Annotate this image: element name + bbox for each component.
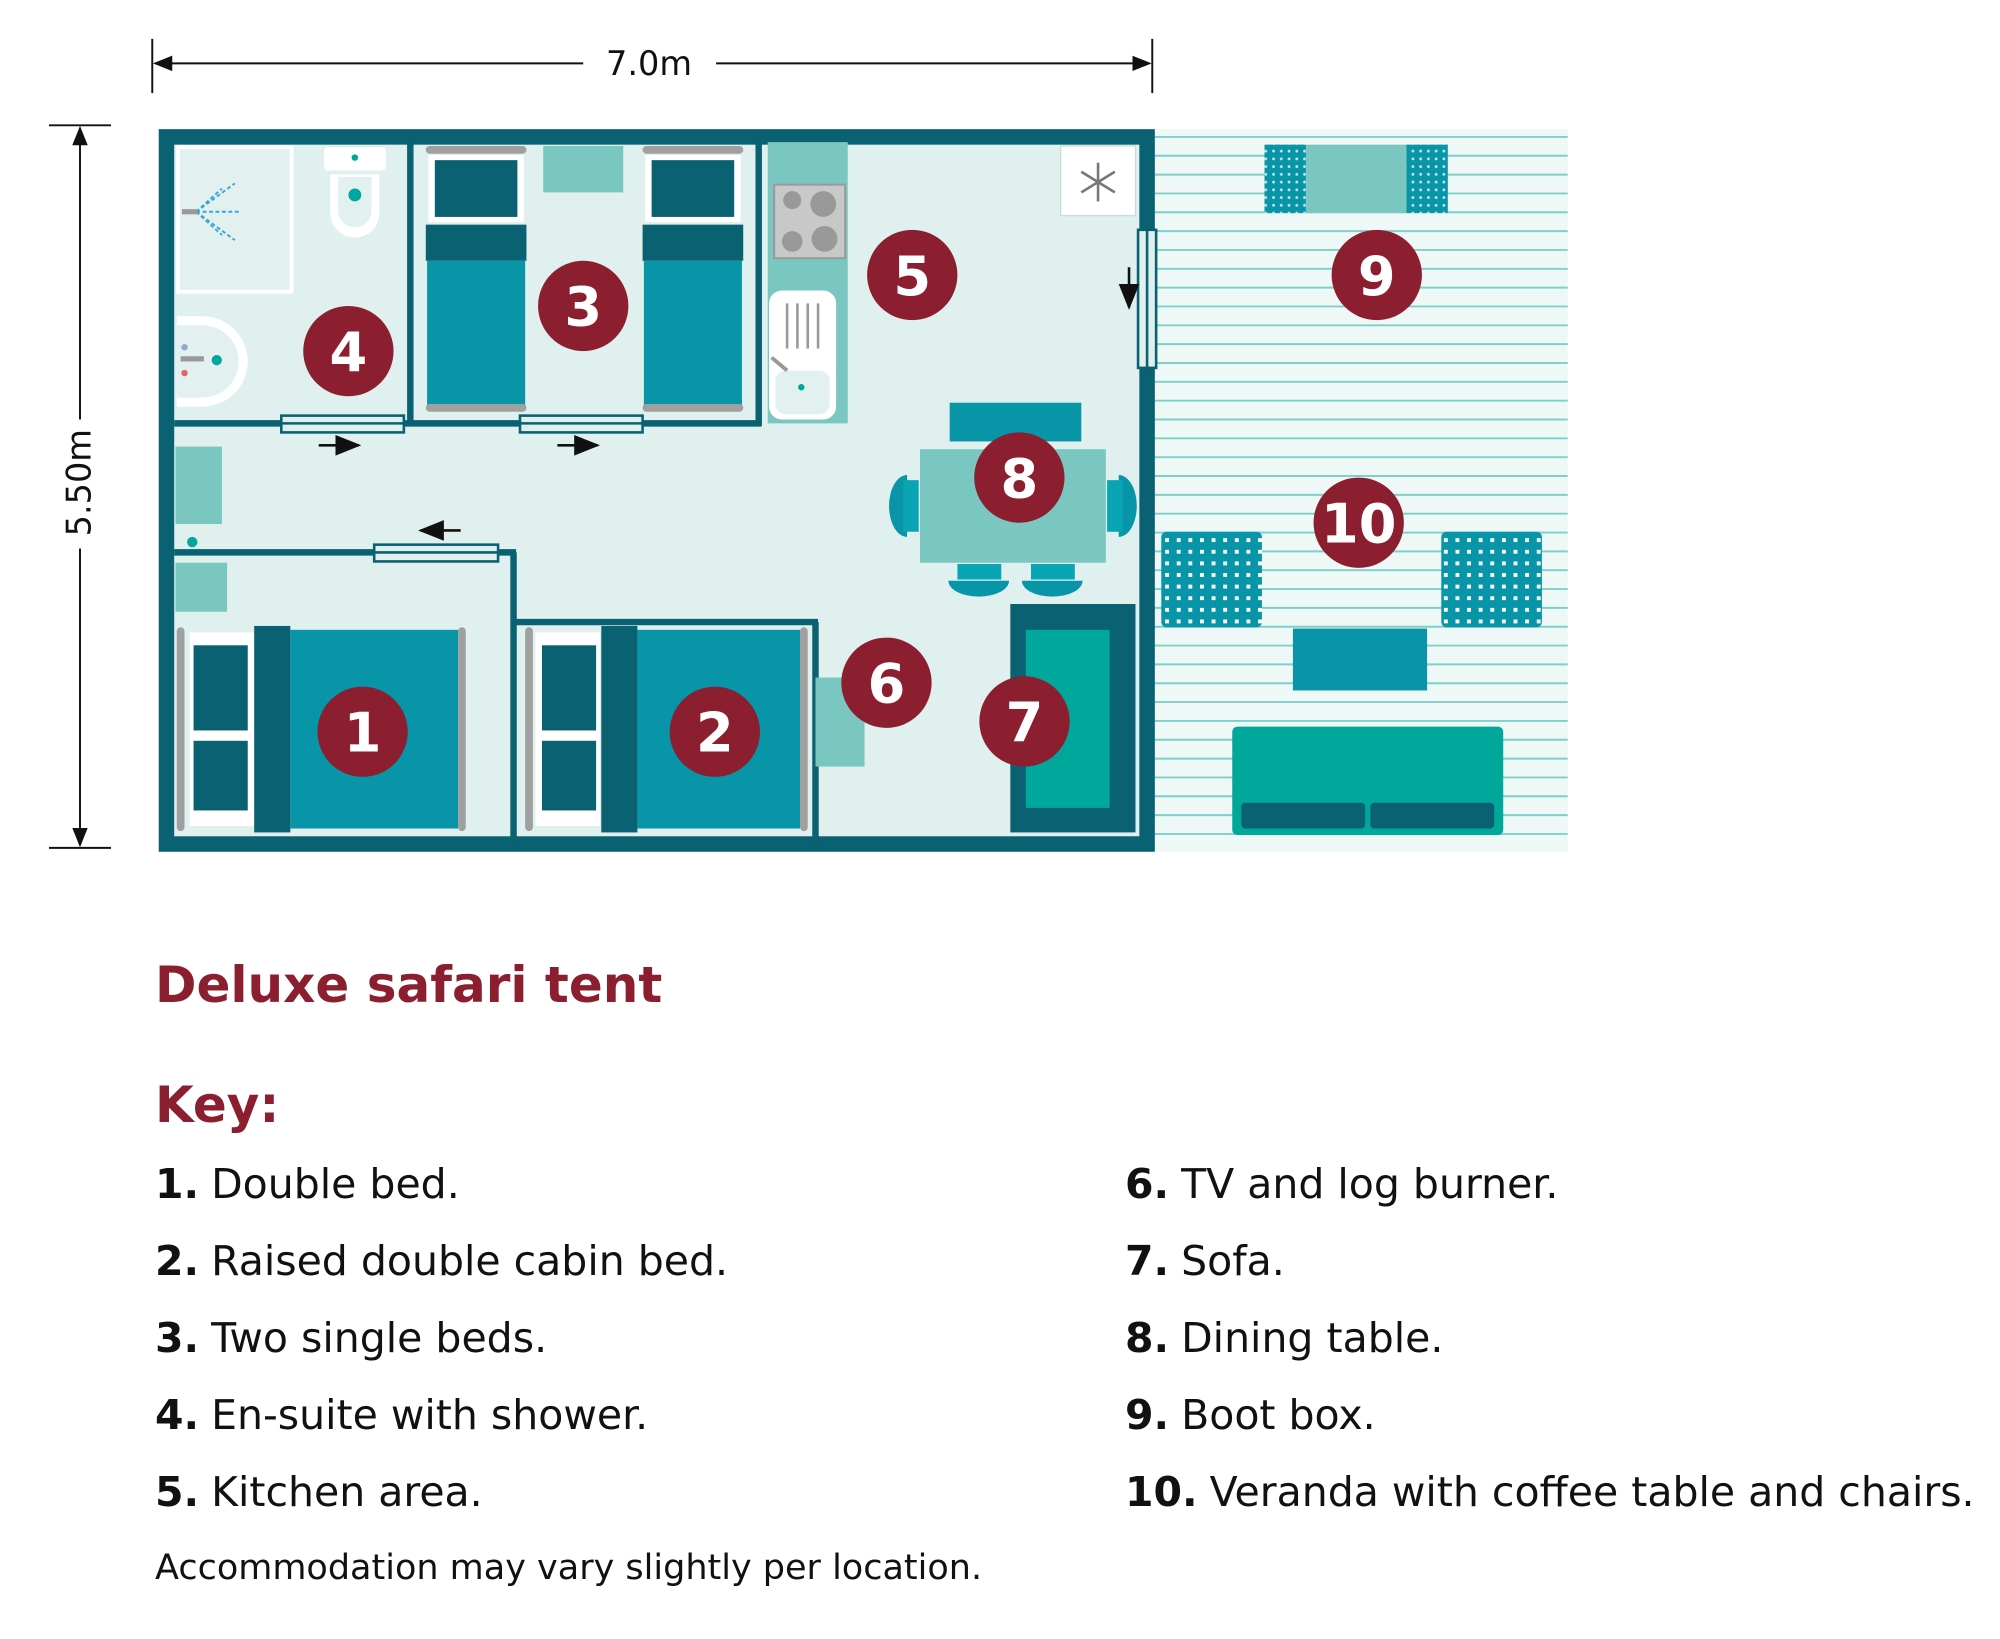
marker-4: 4 [303, 305, 394, 397]
key-item-text: Double bed. [211, 1160, 460, 1208]
key-item-number: 9. [1125, 1391, 1170, 1439]
height-dimension: 5.50m [49, 124, 111, 849]
veranda-sofa [1232, 726, 1504, 835]
key-item-text: En-suite with shower. [211, 1391, 649, 1439]
marker-label: 3 [564, 276, 602, 339]
key-item-number: 10. [1125, 1468, 1198, 1516]
key-item-text: Sofa. [1181, 1237, 1285, 1285]
key-item-number: 6. [1125, 1160, 1170, 1208]
key-item-text: Kitchen area. [211, 1468, 483, 1516]
width-label: 7.0m [606, 44, 692, 83]
marker-3: 3 [538, 260, 629, 352]
key-item-number: 8. [1125, 1314, 1170, 1362]
kitchen [767, 142, 1137, 424]
boot-box [1264, 144, 1448, 214]
nightstand [543, 145, 624, 193]
key-item: 5.Kitchen area. [155, 1468, 483, 1516]
key-item: 3.Two single beds. [155, 1314, 547, 1362]
page-title: Deluxe safari tent [155, 956, 663, 1014]
key-item-number: 5. [155, 1468, 200, 1516]
key-item-number: 1. [155, 1160, 200, 1208]
key-item: 9.Boot box. [1125, 1391, 1376, 1439]
key-item: 10.Veranda with coffee table and chairs. [1125, 1468, 1975, 1516]
key-item-number: 2. [155, 1237, 200, 1285]
key-item: 8.Dining table. [1125, 1314, 1443, 1362]
double-beds [175, 446, 808, 833]
marker-label: 2 [696, 702, 734, 765]
key-item-text: Veranda with coffee table and chairs. [1209, 1468, 1975, 1516]
marker-label: 8 [1000, 447, 1038, 510]
marker-label: 5 [893, 245, 931, 308]
number-markers: 1 2 3 4 5 6 7 8 9 10 [303, 229, 1422, 777]
footer-note: Accommodation may vary slightly per loca… [155, 1548, 983, 1588]
key-item-text: Two single beds. [211, 1314, 548, 1362]
key-item-number: 3. [155, 1314, 200, 1362]
key-item: 2.Raised double cabin bed. [155, 1237, 728, 1285]
marker-label: 7 [1006, 691, 1044, 754]
marker-1: 1 [317, 686, 408, 777]
key-item: 4.En-suite with shower. [155, 1391, 648, 1439]
snowflake-icon [1080, 162, 1116, 202]
key-item: 7.Sofa. [1125, 1237, 1285, 1285]
marker-label: 6 [868, 653, 906, 716]
shower-icon [195, 182, 242, 241]
marker-10: 10 [1313, 477, 1404, 568]
key-item-number: 4. [155, 1391, 200, 1439]
marker-label: 4 [330, 321, 368, 384]
marker-8: 8 [974, 432, 1065, 523]
key-item-text: Boot box. [1181, 1391, 1376, 1439]
sliding-doors [280, 228, 1158, 563]
marker-2: 2 [669, 686, 760, 777]
key-item-text: Dining table. [1181, 1314, 1444, 1362]
single-beds [425, 145, 744, 412]
key-heading: Key: [155, 1076, 280, 1134]
marker-label: 10 [1321, 493, 1396, 556]
marker-7: 7 [979, 676, 1070, 767]
key-item-number: 7. [1125, 1237, 1170, 1285]
marker-label: 9 [1358, 245, 1396, 308]
key-item-text: Raised double cabin bed. [211, 1237, 729, 1285]
shower-tray [176, 145, 294, 294]
marker-9: 9 [1331, 229, 1422, 321]
door-arrows [318, 267, 1140, 541]
bathroom [176, 145, 386, 407]
marker-label: 1 [344, 702, 382, 765]
key-item: 6.TV and log burner. [1125, 1160, 1558, 1208]
coffee-table [1292, 628, 1428, 691]
key-item: 1.Double bed. [155, 1160, 460, 1208]
width-dimension: 7.0m [151, 38, 1154, 94]
marker-5: 5 [867, 229, 958, 321]
veranda-chairs [1161, 531, 1542, 628]
height-label: 5.50m [59, 429, 98, 536]
key-item-text: TV and log burner. [1181, 1160, 1559, 1208]
marker-6: 6 [841, 637, 932, 728]
